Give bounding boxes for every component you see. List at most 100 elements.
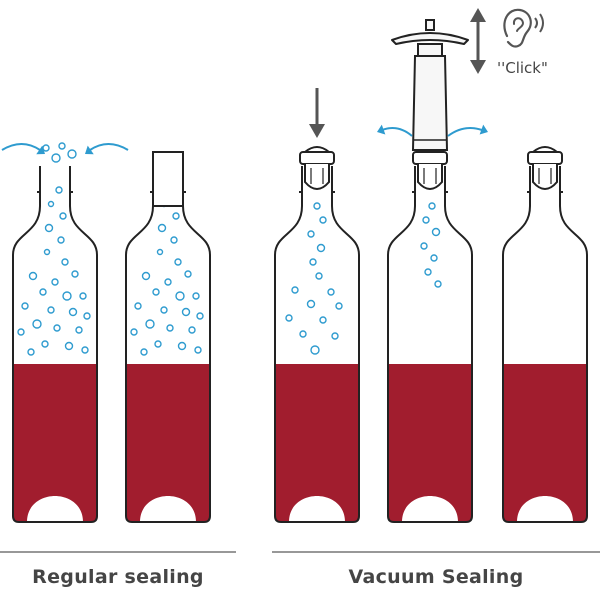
pump-stroke-arrow-icon [470,8,486,74]
air-bubble [64,341,74,351]
arrow-head [479,124,488,135]
air-outflow-arrow-icon [447,124,488,137]
air-bubble [194,346,202,354]
air-bubble [434,280,442,288]
bottle-outline [12,166,98,523]
stopper-plug [304,164,330,190]
air-bubble [68,307,78,317]
air-bubble [319,216,327,224]
air-bubble [428,202,436,210]
stopper-cap [527,151,563,165]
bottle-outline [274,166,360,523]
wine-fill [388,364,472,522]
air-bubble [196,312,204,320]
ear-inner [512,17,525,32]
arrow-curve [89,143,129,151]
ear-outline [503,8,532,48]
vacuum-stopper [527,146,563,190]
air-bubble [192,292,200,300]
air-bubble [55,186,63,194]
bottle-vacuum-sealed [502,146,588,523]
air-bubble [28,271,38,281]
air-bubble [59,212,67,220]
arrow-head [85,145,94,155]
air-bubble [307,230,315,238]
air-bubble [188,326,196,334]
air-bubble [319,316,327,324]
arrow-head-down [470,60,486,74]
air-bubble [42,144,50,152]
air-bubble [44,223,54,233]
wine-fill [126,364,210,522]
air-bubble [160,306,168,314]
air-bubble [141,271,151,281]
push-down-arrow-icon [309,88,325,138]
air-bubble [431,227,441,237]
air-bubble [424,268,432,276]
click-sound-label: ''Click" [497,59,548,77]
air-bubble [291,286,299,294]
air-bubble [27,348,35,356]
air-bubble [57,236,65,244]
air-bubble [335,302,343,310]
air-bubble [17,328,25,336]
air-inflow-arrow-icon [85,143,129,155]
air-bubble [32,319,42,329]
air-bubble [140,348,148,356]
air-bubble [299,330,307,338]
air-bubble [61,258,69,266]
vacuum-stopper [299,146,335,190]
air-bubble [145,319,155,329]
arrow-curve [1,143,41,151]
air-bubble [164,278,172,286]
ear-icon [503,8,532,48]
air-bubble [331,332,339,340]
pump-knob [425,19,435,31]
air-bubble [67,149,77,159]
bottle-outline [125,166,211,523]
air-bubble [316,243,326,253]
air-bubble [75,326,83,334]
air-bubble [175,291,185,301]
air-bubble [181,307,191,317]
air-bubble [315,272,323,280]
air-bubble [184,270,192,278]
air-bubble [306,299,316,309]
caption-vacuum-sealing: Vacuum Sealing [348,566,524,588]
air-bubble [157,223,167,233]
sound-wave [534,17,538,29]
air-bubble [156,248,164,256]
air-bubble [313,202,321,210]
air-bubble [51,153,61,163]
arrow-head-up [470,8,486,22]
pump-handle [391,32,469,45]
air-bubble [47,200,55,208]
air-bubble [81,346,89,354]
air-bubble [420,242,428,250]
air-bubble [134,302,142,310]
air-bubble [43,248,51,256]
air-bubble [430,254,438,262]
air-bubble [327,288,335,296]
bottle-outline [387,166,473,523]
arrow-head [309,124,325,138]
air-bubble [51,278,59,286]
air-bubble [53,324,61,332]
air-bubble [41,340,49,348]
air-bubble [285,314,293,322]
air-bubble [83,312,91,320]
air-inflow-arrow-icon [1,143,45,155]
stopper-cap [412,151,448,165]
air-bubble [71,270,79,278]
bottle-open [12,166,98,523]
air-bubble [172,212,180,220]
bottle-pump-attached [387,19,473,523]
stopper-plug [417,164,443,190]
air-bubble [422,216,430,224]
air-bubble [21,302,29,310]
air-bubble [39,288,47,296]
cork [152,151,184,207]
wine-fill [503,364,587,522]
stopper-cap [299,151,335,165]
